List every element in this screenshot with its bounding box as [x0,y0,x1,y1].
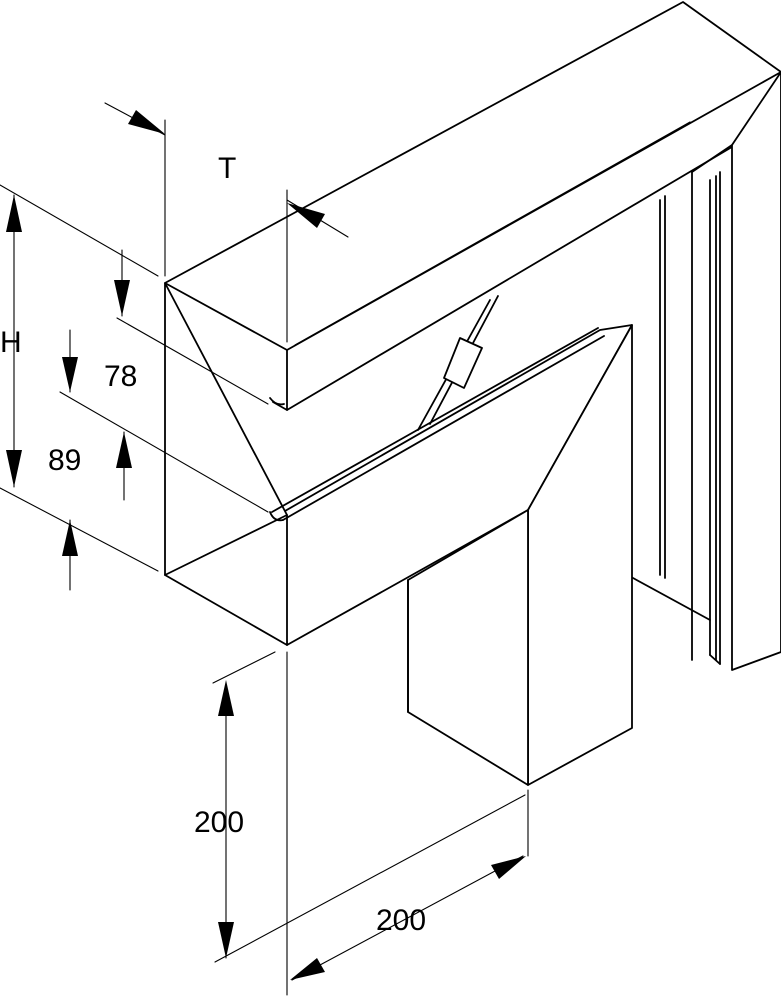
h200-right-arrow [491,856,526,879]
lower-vertical-leg [407,509,529,786]
h-bottom-arrow [6,450,22,487]
t-left-arrow [128,110,165,134]
v200-bottom-arrow [218,922,234,958]
label-h: H [0,326,22,359]
lower-duct-arm [164,282,633,786]
d78-arrow [114,280,130,316]
d89-upper-arrow [116,432,132,468]
t-right-arrow [287,203,325,228]
upper-duct-arm [164,1,781,411]
right-vertical-leg [632,71,781,671]
label-200-horizontal: 200 [376,904,426,937]
inner-corner [417,295,499,431]
h200-left-arrow [290,958,325,980]
label-200-vertical: 200 [194,806,244,839]
label-89: 89 [48,444,81,477]
v200-top-arrow [218,680,234,716]
label-t: T [218,152,236,185]
label-78: 78 [104,360,137,393]
d89-lower-arrow [62,520,78,556]
h-top-arrow [6,195,22,232]
d89-top-arrow [62,357,78,392]
arrowheads [6,110,526,980]
dimension-labels: T H 78 89 200 200 [0,152,426,937]
